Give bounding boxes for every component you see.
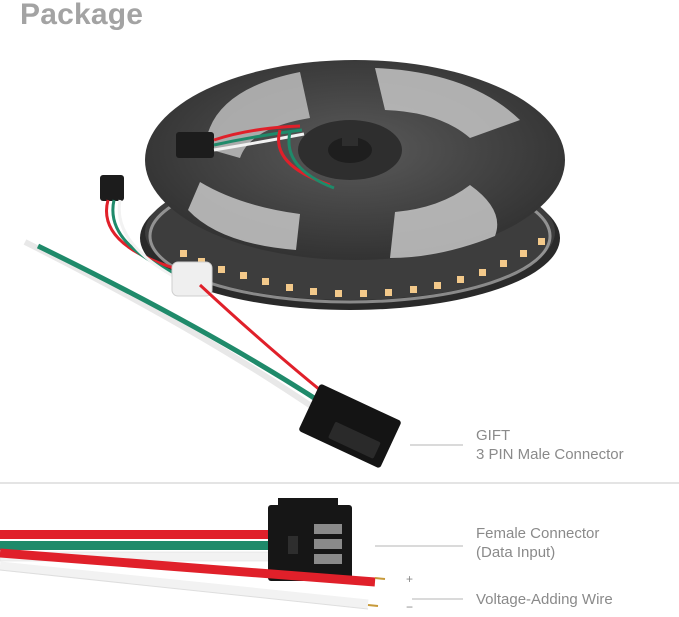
reel-connector — [176, 124, 335, 190]
gift-label: GIFT — [476, 427, 511, 444]
led-chips — [180, 238, 545, 297]
female-connector — [268, 498, 352, 581]
reel — [145, 60, 565, 260]
minus-sign: − — [406, 600, 414, 614]
male-connector-wires — [23, 239, 331, 415]
side-connector — [100, 175, 185, 284]
plus-sign: + — [406, 572, 414, 586]
page-title: Package — [20, 0, 144, 31]
female-connector-sublabel: (Data Input) — [476, 544, 556, 561]
voltage-wires — [0, 548, 386, 610]
female-connector-label: Female Connector — [476, 525, 600, 542]
male-connector — [299, 384, 401, 468]
voltage-label: Voltage-Adding Wire — [476, 591, 613, 608]
male-connector-label: 3 PIN Male Connector — [476, 446, 624, 463]
